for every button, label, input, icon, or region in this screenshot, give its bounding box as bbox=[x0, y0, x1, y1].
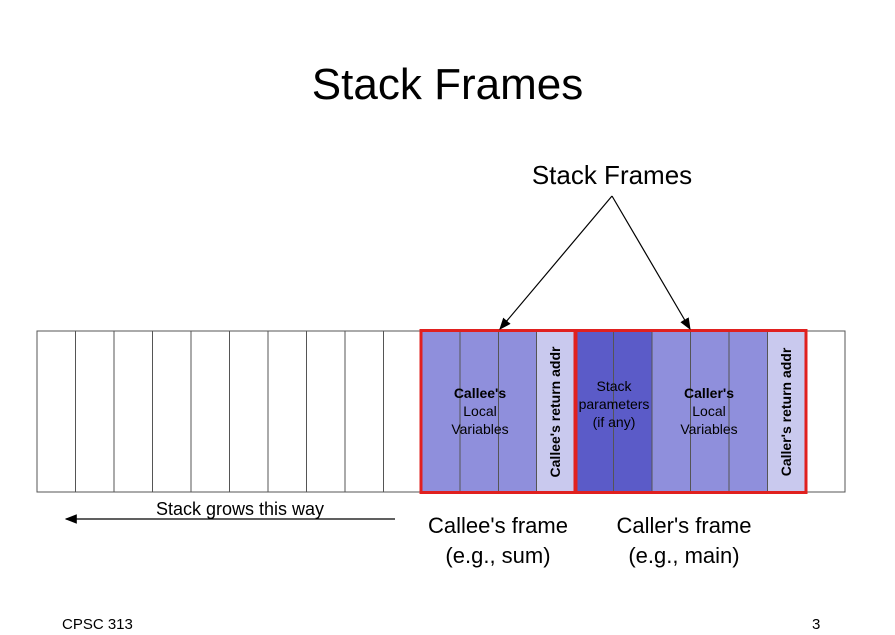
stack-param-cell bbox=[613, 330, 653, 493]
caller-return-label: Caller's return addr bbox=[778, 347, 794, 476]
stack-frames-label: Stack Frames bbox=[532, 160, 692, 190]
caller-frame-outline bbox=[574, 329, 808, 494]
slide-title: Stack Frames bbox=[311, 60, 584, 109]
stack-param-cell bbox=[574, 330, 614, 493]
stack-params-line1: Stack bbox=[596, 378, 632, 394]
caller-locals-line2: Local bbox=[692, 403, 725, 419]
stack-grows-label: Stack grows this way bbox=[156, 499, 324, 519]
stack-cell bbox=[190, 330, 230, 493]
callee-locals-line3: Variables bbox=[451, 421, 508, 437]
callee-frame-cells bbox=[421, 330, 576, 493]
callee-locals-line2: Local bbox=[463, 403, 496, 419]
callee-frame-caption-line1: Callee's frame bbox=[428, 513, 568, 538]
stack-params-line2: parameters bbox=[579, 396, 650, 412]
caller-local-cell bbox=[651, 330, 691, 493]
stack-cell bbox=[113, 330, 153, 493]
stack-cell bbox=[344, 330, 384, 493]
callee-local-cell bbox=[459, 330, 499, 493]
caller-locals-line1: Caller's bbox=[684, 385, 734, 401]
stack-cell bbox=[267, 330, 307, 493]
stack-cell bbox=[36, 330, 76, 493]
callee-frame-caption-line2: (e.g., sum) bbox=[445, 543, 550, 568]
caller-locals-line3: Variables bbox=[680, 421, 737, 437]
stack-cell bbox=[229, 330, 269, 493]
stack-cell bbox=[383, 330, 422, 493]
callee-local-cell bbox=[421, 330, 461, 493]
arrow-to-callee-frame bbox=[499, 195, 613, 330]
arrow-to-caller-frame bbox=[611, 195, 691, 331]
caller-local-cell bbox=[728, 330, 768, 493]
callee-return-label: Callee's return addr bbox=[547, 346, 563, 477]
callee-locals-line1: Callee's bbox=[454, 385, 507, 401]
stack-cell bbox=[152, 330, 192, 493]
caller-local-cell bbox=[690, 330, 730, 493]
caller-frame-caption-line1: Caller's frame bbox=[616, 513, 751, 538]
stack-params-line3: (if any) bbox=[593, 414, 636, 430]
callee-return-cell bbox=[536, 330, 576, 493]
slide-number: 3 bbox=[812, 616, 821, 633]
stack-cell bbox=[306, 330, 346, 493]
caller-frame-caption-line2: (e.g., main) bbox=[628, 543, 739, 568]
callee-local-cell bbox=[498, 330, 537, 493]
empty-stack-cells bbox=[36, 330, 846, 493]
stack-cell bbox=[75, 330, 115, 493]
stack-cell bbox=[805, 330, 846, 493]
course-footer: CPSC 313 bbox=[62, 616, 133, 633]
caller-frame-cells bbox=[574, 330, 807, 493]
